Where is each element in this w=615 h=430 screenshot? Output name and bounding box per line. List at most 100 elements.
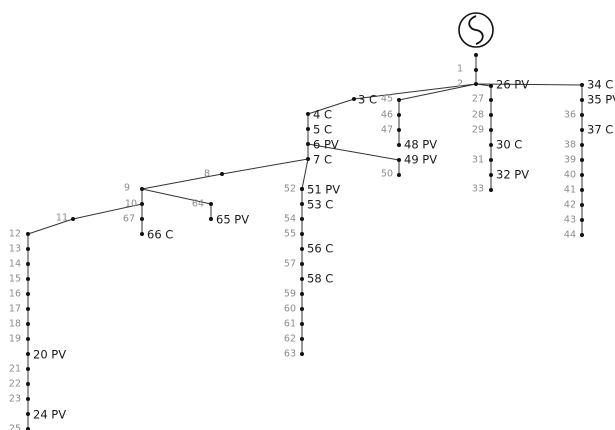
bus-node-50 [397, 173, 401, 177]
bus-node-37 [580, 128, 584, 132]
bus-number-23: 23 [9, 394, 21, 405]
bus-node-39 [580, 158, 584, 162]
bus-label-56: 56 C [307, 242, 333, 256]
bus-label-26: 26 PV [496, 78, 529, 92]
bus-number-55: 55 [284, 229, 296, 240]
bus-node-60 [300, 307, 304, 311]
bus-label-58: 58 C [307, 272, 333, 286]
bus-number-63: 63 [284, 349, 296, 360]
bus-node-31 [489, 158, 493, 162]
bus-node-52 [300, 187, 304, 191]
bus-node-20 [26, 352, 30, 356]
bus-number-9: 9 [124, 183, 130, 194]
bus-node-14 [26, 262, 30, 266]
source-terminal [474, 53, 478, 57]
bus-number-44: 44 [564, 230, 576, 241]
bus-number-28: 28 [472, 110, 484, 121]
bus-number-41: 41 [564, 185, 576, 196]
bus-number-38: 38 [564, 140, 576, 151]
bus-number-59: 59 [284, 289, 296, 300]
bus-number-61: 61 [284, 319, 296, 330]
bus-label-32: 32 PV [496, 168, 529, 182]
bus-node-46 [397, 113, 401, 117]
ac-source-icon [458, 12, 494, 48]
bus-node-10 [140, 202, 144, 206]
bus-node-55 [300, 232, 304, 236]
nodes [26, 53, 584, 430]
bus-node-15 [26, 277, 30, 281]
bus-node-12 [26, 232, 30, 236]
bus-number-11: 11 [56, 213, 68, 224]
bus-node-33 [489, 188, 493, 192]
bus-node-62 [300, 337, 304, 341]
bus-node-13 [26, 247, 30, 251]
edge-2-34 [475, 83, 583, 86]
bus-number-17: 17 [9, 304, 21, 315]
bus-node-42 [580, 203, 584, 207]
bus-node-64 [209, 202, 213, 206]
bus-number-21: 21 [9, 364, 21, 375]
bus-node-66 [140, 232, 144, 236]
bus-label-66: 66 C [147, 228, 173, 242]
bus-number-40: 40 [564, 170, 576, 181]
bus-label-7: 7 C [313, 153, 332, 167]
bus-number-52: 52 [284, 184, 296, 195]
edge-9-64 [141, 188, 212, 205]
bus-number-1: 1 [457, 64, 463, 75]
bus-node-49 [397, 158, 401, 162]
bus-number-33: 33 [472, 184, 484, 195]
bus-node-35 [580, 98, 584, 102]
bus-node-24 [26, 412, 30, 416]
bus-label-35: 35 PV [587, 93, 615, 107]
bus-node-38 [580, 143, 584, 147]
bus-node-16 [26, 292, 30, 296]
bus-node-63 [300, 352, 304, 356]
bus-node-53 [300, 202, 304, 206]
bus-number-42: 42 [564, 200, 576, 211]
bus-node-44 [580, 233, 584, 237]
bus-label-49: 49 PV [404, 153, 437, 167]
bus-node-32 [489, 173, 493, 177]
bus-number-45: 45 [381, 94, 393, 105]
bus-node-2 [474, 82, 478, 86]
bus-node-9 [140, 187, 144, 191]
bus-node-43 [580, 218, 584, 222]
bus-number-8: 8 [204, 169, 210, 180]
bus-number-39: 39 [564, 155, 576, 166]
bus-node-36 [580, 113, 584, 117]
bus-number-27: 27 [472, 94, 484, 105]
bus-label-24: 24 PV [33, 408, 66, 422]
bus-label-6: 6 PV [313, 138, 339, 152]
bus-number-25: 25 [9, 424, 21, 430]
bus-node-5 [306, 127, 310, 131]
bus-number-2: 2 [457, 79, 463, 90]
bus-node-1 [474, 68, 478, 72]
bus-node-54 [300, 217, 304, 221]
bus-number-18: 18 [9, 319, 21, 330]
bus-node-57 [300, 262, 304, 266]
bus-node-7 [306, 157, 310, 161]
bus-number-14: 14 [9, 259, 21, 270]
bus-label-20: 20 PV [33, 348, 66, 362]
bus-node-3 [352, 97, 356, 101]
bus-node-47 [397, 128, 401, 132]
bus-node-67 [140, 217, 144, 221]
bus-node-27 [489, 98, 493, 102]
bus-node-30 [489, 143, 493, 147]
bus-number-19: 19 [9, 334, 21, 345]
bus-label-51: 51 PV [307, 183, 340, 197]
bus-node-45 [397, 98, 401, 102]
labels: 123 C4 C5 C6 PV7 C8910111213141516171819… [9, 64, 615, 430]
edge-8-9 [141, 173, 223, 190]
edge-10-11 [72, 203, 143, 220]
bus-node-17 [26, 307, 30, 311]
bus-node-19 [26, 337, 30, 341]
bus-label-30: 30 C [496, 138, 522, 152]
bus-number-16: 16 [9, 289, 21, 300]
bus-node-6 [306, 142, 310, 146]
bus-number-60: 60 [284, 304, 296, 315]
edge-11-12 [27, 218, 74, 235]
edge-7-8 [221, 158, 309, 175]
bus-node-61 [300, 322, 304, 326]
